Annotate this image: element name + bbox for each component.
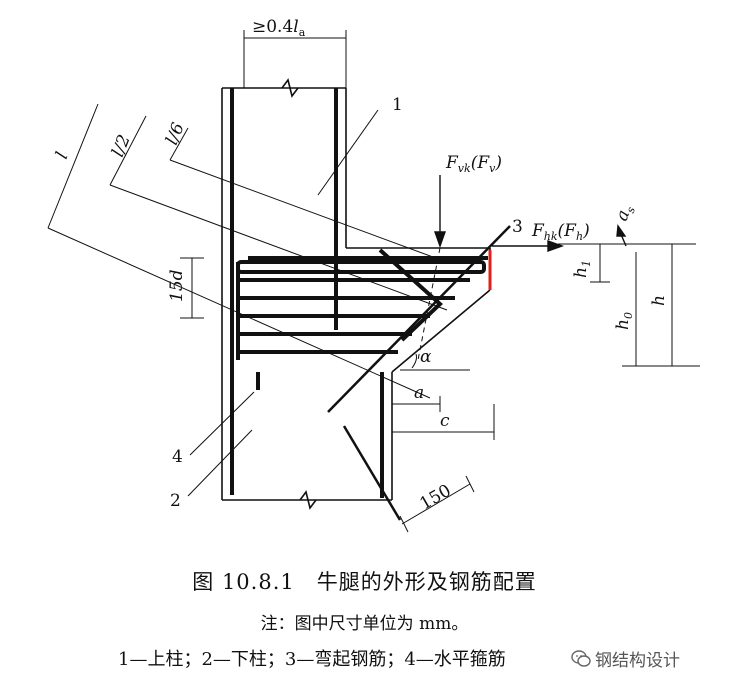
watermark: 钢结构设计 <box>571 646 680 671</box>
column-longitudinal-bars <box>230 88 384 498</box>
label-lower-column: 2 <box>170 491 181 511</box>
anchorage-label: ≥0.4la <box>252 17 306 39</box>
angle-arc <box>411 353 417 369</box>
dimension-lines <box>180 30 700 533</box>
diagram-labels: ≥0.4la 1 3 4 2 l l/2 l/6 15d Fvk(Fv) Fhk… <box>52 17 669 514</box>
figure-title: 图 10.8.1 牛腿的外形及钢筋配置 <box>192 570 537 594</box>
label-bent-bar: 3 <box>512 217 523 237</box>
angle-alpha: α <box>420 347 432 367</box>
force-vertical-label: Fvk(Fv) <box>445 153 502 175</box>
horizontal-stirrups <box>236 260 486 360</box>
label-horizontal-stirrup: 4 <box>172 447 183 467</box>
dim-c: c <box>440 411 450 431</box>
dim-h: h <box>649 295 669 306</box>
dim-length-sixth: l/6 <box>162 120 189 148</box>
corbel-top-bar <box>248 250 492 290</box>
dim-h0: h0 <box>613 312 635 330</box>
dim-15d: 15d <box>167 269 187 302</box>
dim-150: 150 <box>417 481 455 515</box>
dim-length-half: l/2 <box>108 132 135 160</box>
dim-a: a <box>414 383 424 403</box>
figure-legend: 1—上柱；2—下柱；3—弯起钢筋；4—水平箍筋 <box>118 649 506 670</box>
projection-lines <box>47 103 448 399</box>
label-upper-column: 1 <box>392 95 403 115</box>
bent-bar <box>378 248 443 342</box>
wechat-icon <box>571 649 591 667</box>
figure-note: 注：图中尺寸单位为 mm。 <box>260 614 469 634</box>
force-horizontal-label: Fhk(Fh) <box>531 221 590 243</box>
dim-a-s: as <box>612 202 638 225</box>
force-arrows <box>434 175 627 252</box>
corbel-diagram: ≥0.4la 1 3 4 2 l l/2 l/6 15d Fvk(Fv) Fhk… <box>47 17 700 533</box>
inclined-reference-lines <box>327 225 511 521</box>
dim-length-l: l <box>52 149 73 162</box>
dim-h1: h1 <box>571 260 593 278</box>
watermark-text: 钢结构设计 <box>595 651 680 671</box>
